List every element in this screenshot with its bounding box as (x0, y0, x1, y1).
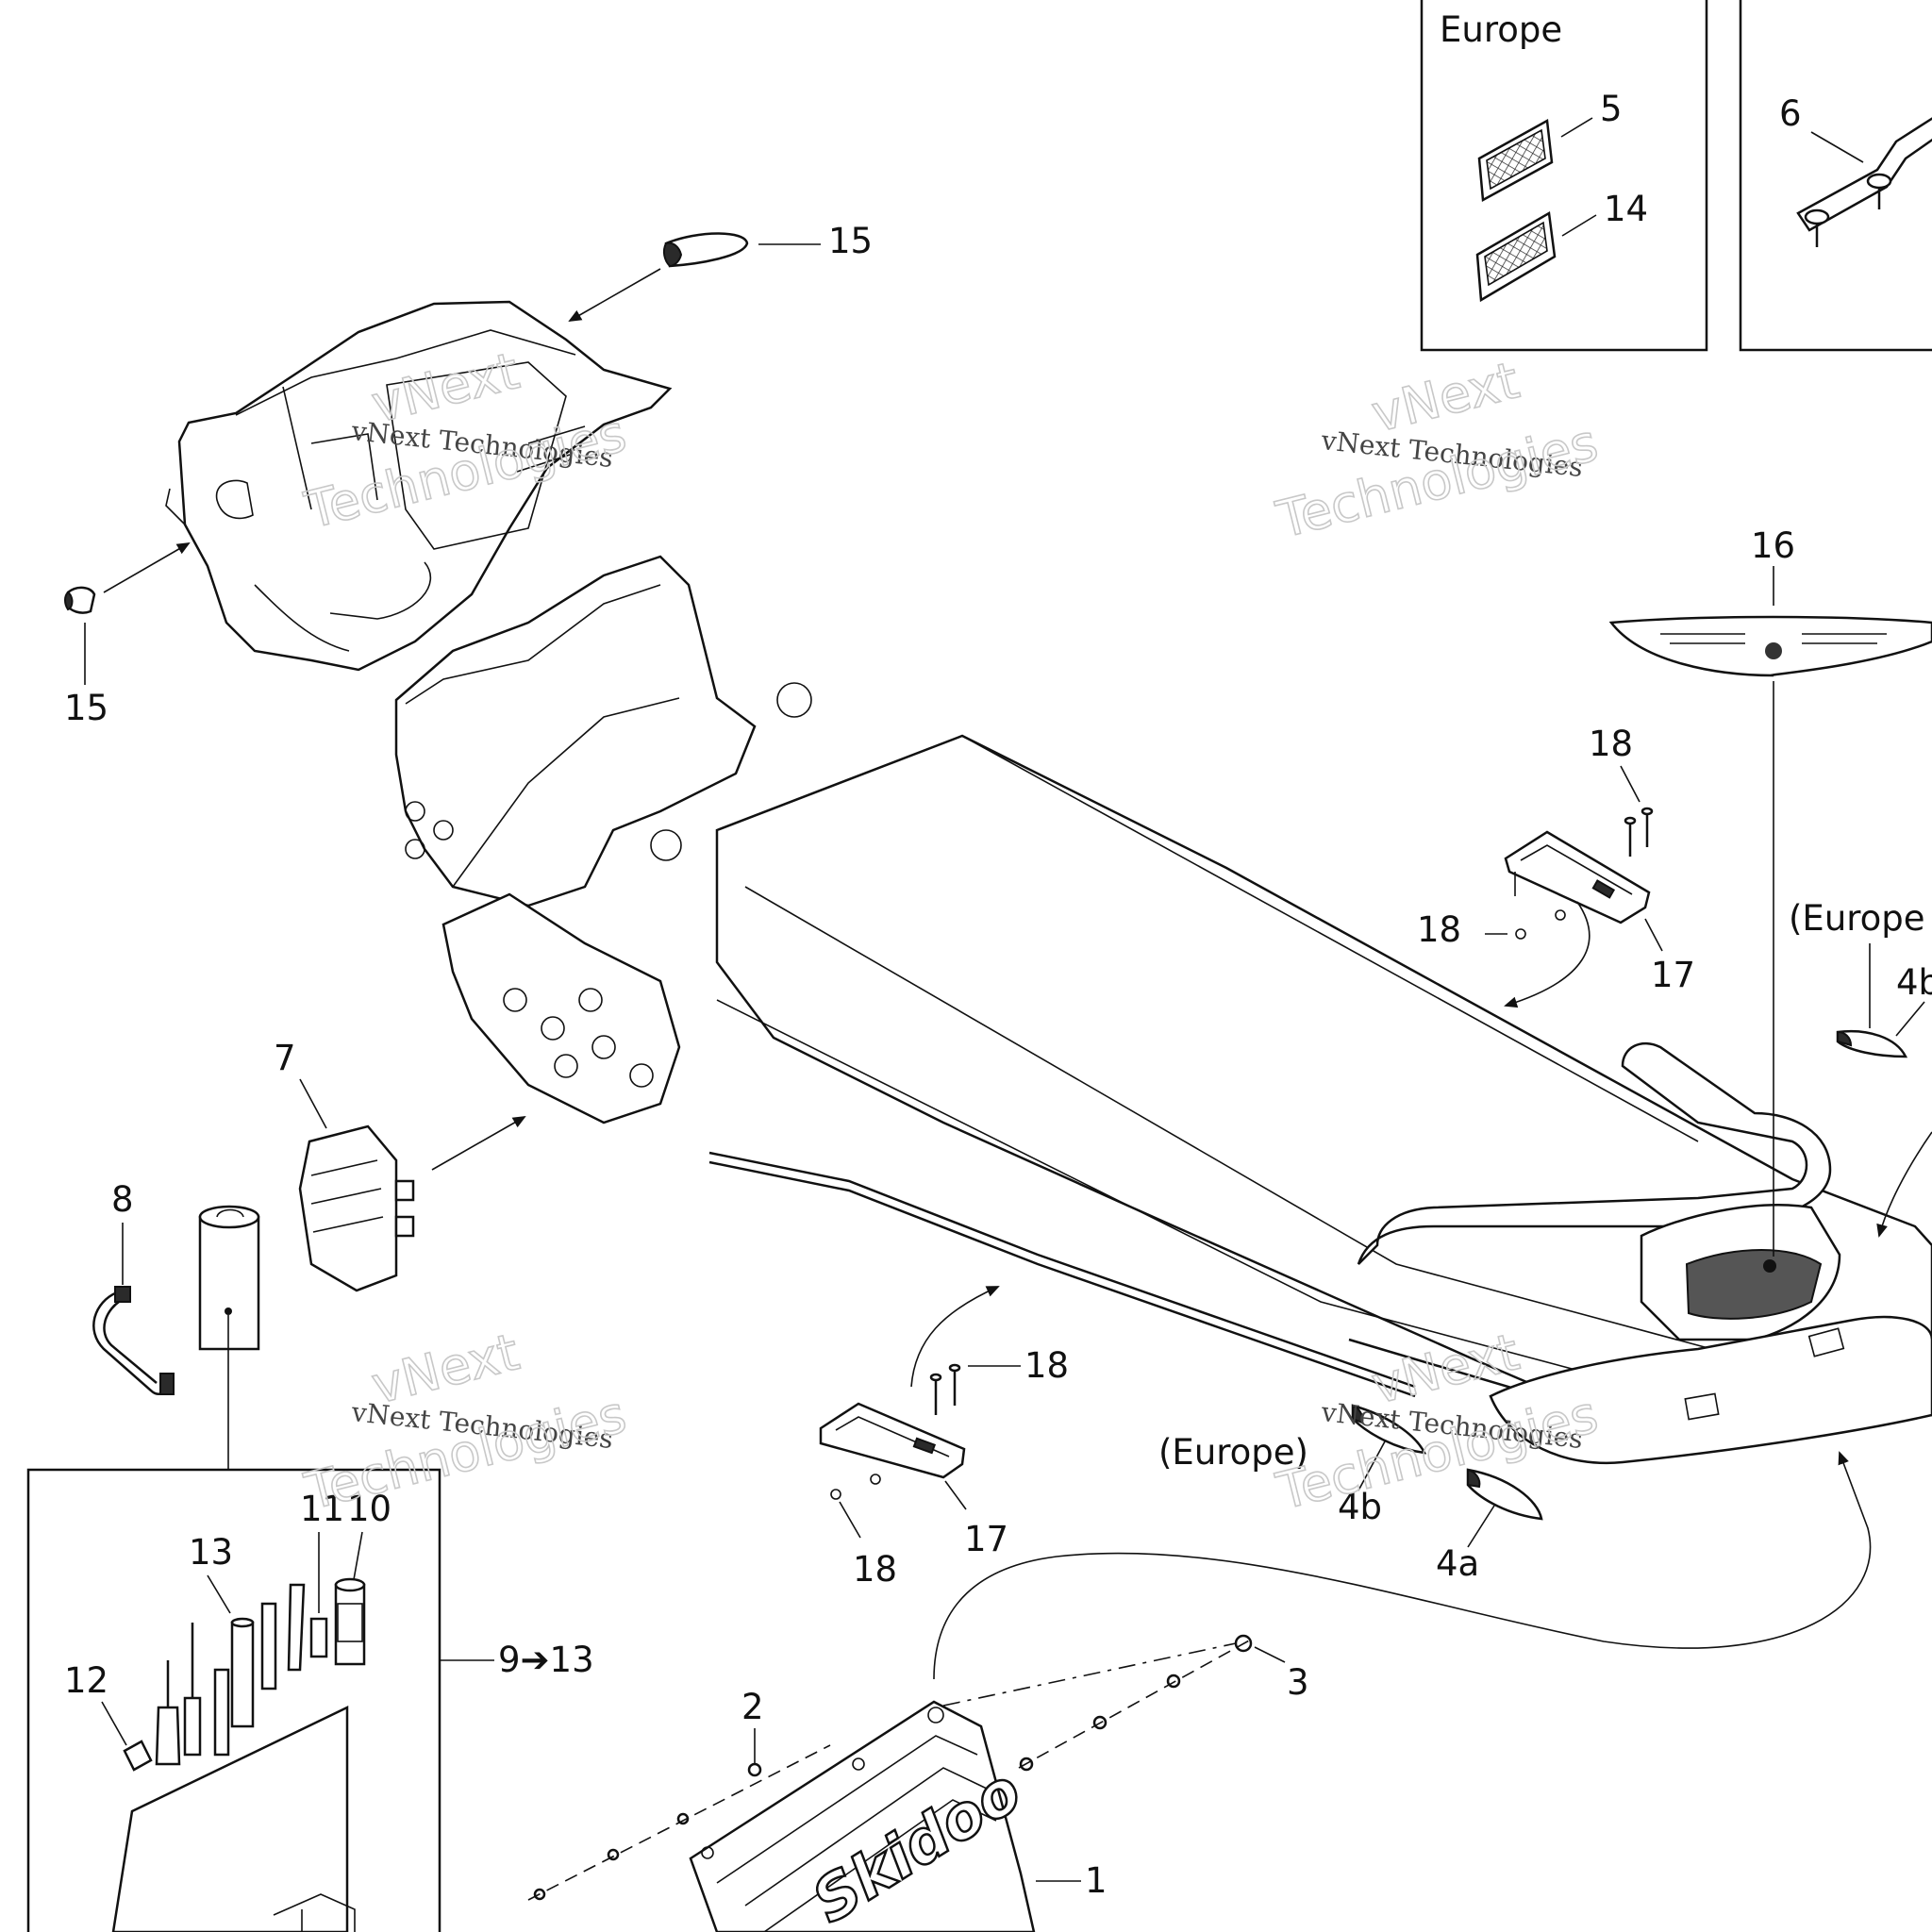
rivet-line-3 (942, 1634, 1253, 1772)
europe-lower-label: (Europe) (1158, 1432, 1308, 1473)
watermark-top-right: vNext Technologies vNext Technologies (1270, 350, 1604, 551)
strap-8 (92, 1286, 175, 1395)
callout-4a: 4a (1436, 1543, 1479, 1584)
callout-18-bottom: 18 (853, 1549, 897, 1590)
europe-inset-box: Europe 5 14 (1420, 0, 1708, 352)
callout-4b: 4b (1338, 1487, 1382, 1527)
callout-7: 7 (274, 1038, 296, 1078)
callout-9-13: 9➔13 (498, 1640, 594, 1680)
reflector-4b (1351, 1404, 1427, 1455)
footrest-17-right (1504, 830, 1651, 924)
clip-12 (123, 1740, 153, 1772)
callout-18-top: 18 (1589, 724, 1633, 764)
screwdriver (155, 1623, 202, 1766)
callout-5: 5 (1600, 89, 1623, 129)
bracket-inset-box: 6 (1739, 0, 1932, 352)
svg-text:vNext: vNext (366, 1322, 525, 1415)
callout-4b-edge: 4b (1896, 962, 1932, 1003)
svg-text:Technologies: Technologies (299, 1385, 632, 1522)
callout-3: 3 (1287, 1662, 1309, 1703)
callout-18-mid: 18 (1417, 909, 1461, 950)
wrench (260, 1583, 306, 1690)
callout-11: 11 (300, 1489, 344, 1529)
end-cap-15-top (662, 232, 749, 268)
callout-15-left: 15 (64, 688, 108, 728)
mesh-plate-14 (1475, 210, 1557, 303)
callout-18-lower: 18 (1024, 1345, 1069, 1386)
tool-11 (309, 1617, 328, 1658)
callout-16: 16 (1751, 525, 1795, 566)
rivet-line-2 (527, 1744, 831, 1901)
cover-7 (298, 1124, 415, 1292)
callout-6: 6 (1779, 93, 1802, 134)
callout-8: 8 (111, 1179, 134, 1220)
mesh-plate-5 (1477, 118, 1554, 203)
callout-13: 13 (189, 1532, 233, 1573)
rear-flap-1: Skidoo (689, 1700, 1036, 1932)
bracket-6 (1796, 117, 1932, 247)
tool-10 (334, 1577, 366, 1666)
watermark-bottom-left: vNext Technologies vNext Technologies (298, 1322, 632, 1523)
reflector-4b-right (1836, 1029, 1908, 1058)
chassis-frame (394, 555, 1932, 1465)
rivet-18-top (1624, 807, 1654, 857)
socket-13 (213, 1617, 255, 1757)
upper-column-cover (165, 300, 673, 672)
callout-10: 10 (347, 1489, 391, 1529)
europe-right-label: (Europe (1789, 898, 1925, 939)
svg-text:Technologies: Technologies (1271, 1385, 1604, 1522)
callout-15-top: 15 (828, 221, 873, 261)
callout-14: 14 (1604, 189, 1648, 229)
callout-1: 1 (1085, 1860, 1108, 1901)
callout-12: 12 (64, 1660, 108, 1701)
end-cap-15-left (64, 586, 96, 614)
svg-text:vNext: vNext (1366, 350, 1524, 443)
footrest-17-left (819, 1402, 966, 1479)
callout-17-left: 17 (964, 1519, 1008, 1559)
tool-kit-inset-box: 13 11 10 12 (26, 1468, 441, 1932)
rivet-18-lower (929, 1363, 961, 1415)
callout-17-right: 17 (1651, 955, 1695, 995)
reflector-4a (1466, 1468, 1543, 1521)
svg-text:Technologies: Technologies (1271, 413, 1604, 550)
decal-16 (1608, 615, 1932, 677)
tool-bag-cylinder (198, 1205, 260, 1351)
europe-box-label: Europe (1440, 9, 1562, 50)
callout-2: 2 (741, 1687, 764, 1727)
